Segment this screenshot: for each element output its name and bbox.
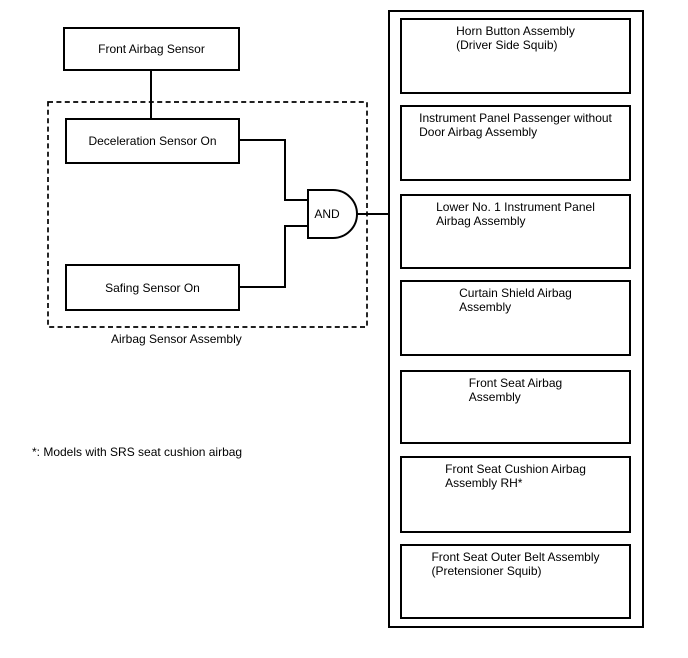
output-item-line2: Assembly bbox=[468, 389, 521, 404]
node-safing-sensor: Safing Sensor On bbox=[65, 264, 240, 311]
and-gate bbox=[307, 189, 358, 239]
output-item-seat-cushion-airbag: Front Seat Cushion Airbag Assembly RH* bbox=[400, 456, 631, 533]
output-item-front-seat-airbag: Front Seat Airbag Assembly bbox=[400, 370, 631, 444]
connector-decel-to-and bbox=[239, 139, 308, 201]
node-deceleration-sensor-label: Deceleration Sensor On bbox=[88, 134, 217, 148]
output-item-line1: Front Seat Airbag bbox=[468, 376, 563, 390]
output-item-line1: Curtain Shield Airbag bbox=[459, 286, 572, 300]
output-item-line2: Assembly RH* bbox=[445, 475, 523, 490]
output-item-curtain-shield: Curtain Shield Airbag Assembly bbox=[400, 280, 631, 356]
node-safing-sensor-label: Safing Sensor On bbox=[105, 280, 200, 295]
output-item-line1: Front Seat Outer Belt Assembly bbox=[431, 550, 600, 564]
output-item-line1: Instrument Panel Passenger without bbox=[419, 111, 612, 125]
output-item-instrument-panel-passenger: Instrument Panel Passenger without Door … bbox=[400, 105, 631, 181]
output-item-line1: Horn Button Assembly bbox=[456, 24, 575, 38]
and-gate-label: AND bbox=[314, 207, 340, 221]
connector-safing-to-and bbox=[239, 225, 308, 288]
output-item-line1: Lower No. 1 Instrument Panel bbox=[436, 200, 595, 214]
output-item-horn-button: Horn Button Assembly (Driver Side Squib) bbox=[400, 18, 631, 94]
output-item-line2: Assembly bbox=[459, 299, 512, 314]
output-panel: Horn Button Assembly (Driver Side Squib)… bbox=[388, 10, 644, 628]
output-item-line2: Airbag Assembly bbox=[436, 213, 526, 228]
output-item-line2: (Pretensioner Squib) bbox=[431, 563, 542, 578]
output-item-line1: Front Seat Cushion Airbag bbox=[445, 462, 586, 476]
footnote: *: Models with SRS seat cushion airbag bbox=[32, 445, 243, 459]
output-item-line2: (Driver Side Squib) bbox=[456, 37, 558, 52]
sensor-assembly-caption: Airbag Sensor Assembly bbox=[111, 332, 242, 346]
node-front-airbag-sensor-label: Front Airbag Sensor bbox=[98, 42, 205, 56]
node-front-airbag-sensor: Front Airbag Sensor bbox=[63, 27, 240, 71]
output-item-outer-belt: Front Seat Outer Belt Assembly (Pretensi… bbox=[400, 544, 631, 619]
output-item-line2: Door Airbag Assembly bbox=[419, 124, 538, 139]
node-deceleration-sensor: Deceleration Sensor On bbox=[65, 118, 240, 164]
output-item-lower-instrument-panel: Lower No. 1 Instrument Panel Airbag Asse… bbox=[400, 194, 631, 269]
